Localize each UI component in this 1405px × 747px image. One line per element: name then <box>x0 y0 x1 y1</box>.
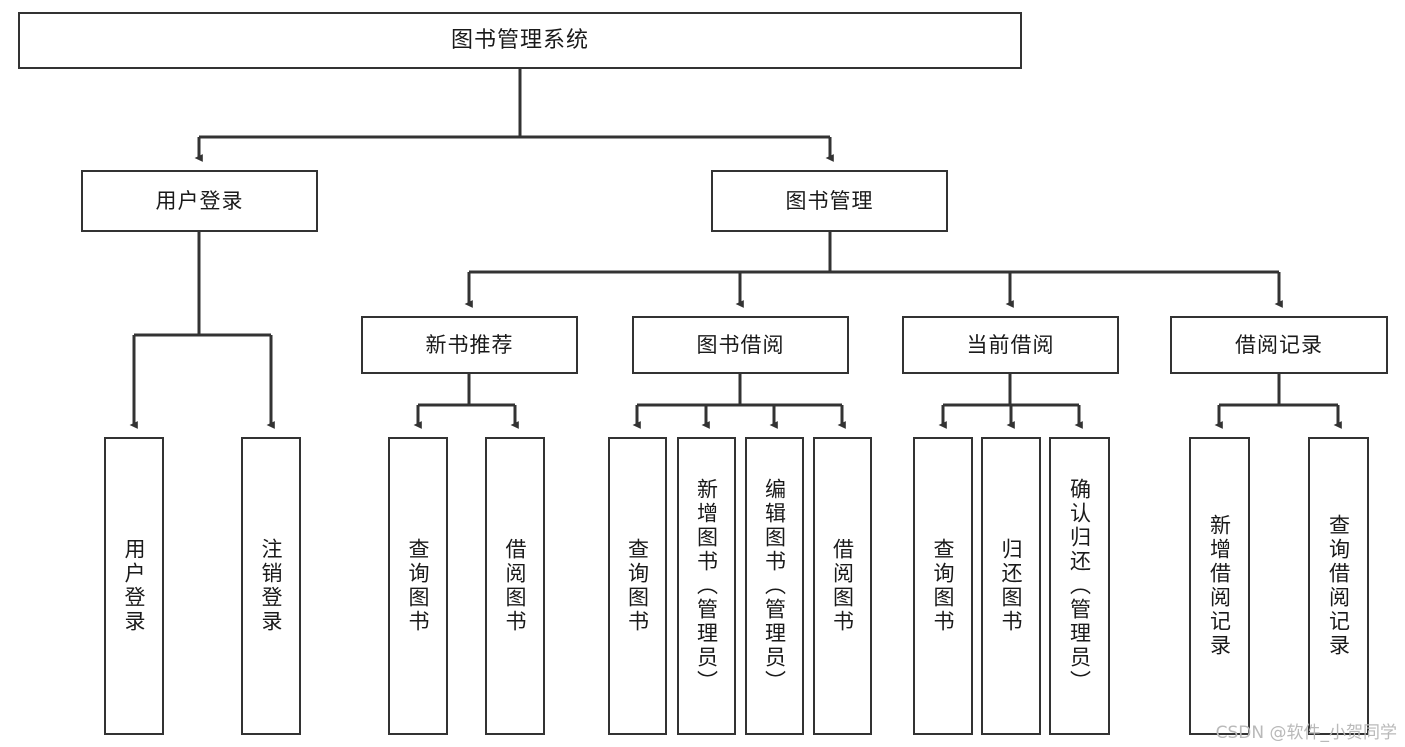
node-user-login-label: 用户登录 <box>155 188 244 213</box>
node-leaf-query-book-cur-label: 查询图书 <box>931 538 956 634</box>
node-new-book-rec-label: 新书推荐 <box>425 332 514 357</box>
node-leaf-edit-book[interactable]: 编辑图书（管理员） <box>745 437 804 735</box>
node-leaf-borrow-book-label: 借阅图书 <box>830 538 855 634</box>
node-root-label: 图书管理系统 <box>450 27 589 53</box>
node-leaf-logout[interactable]: 注销登录 <box>241 437 301 735</box>
node-leaf-user-login[interactable]: 用户登录 <box>104 437 164 735</box>
node-leaf-confirm-return[interactable]: 确认归还（管理员） <box>1049 437 1110 735</box>
node-book-manage-label: 图书管理 <box>785 188 874 213</box>
node-new-book-rec[interactable]: 新书推荐 <box>361 316 578 374</box>
node-leaf-add-record-label: 新增借阅记录 <box>1207 514 1232 658</box>
node-leaf-query-record[interactable]: 查询借阅记录 <box>1308 437 1369 735</box>
node-current-borrow[interactable]: 当前借阅 <box>902 316 1119 374</box>
node-leaf-confirm-return-label: 确认归还（管理员） <box>1067 478 1092 694</box>
node-leaf-query-book-rec-label: 查询图书 <box>406 538 431 634</box>
node-leaf-query-book-borrow-label: 查询图书 <box>625 538 650 634</box>
node-leaf-query-record-label: 查询借阅记录 <box>1326 514 1351 658</box>
node-leaf-query-book-borrow[interactable]: 查询图书 <box>608 437 667 735</box>
watermark: CSDN @软件_小贺同学 <box>1215 723 1397 743</box>
node-leaf-query-book-cur[interactable]: 查询图书 <box>913 437 973 735</box>
node-book-manage[interactable]: 图书管理 <box>711 170 948 232</box>
node-leaf-return-book[interactable]: 归还图书 <box>981 437 1041 735</box>
node-leaf-add-book-label: 新增图书（管理员） <box>694 478 719 694</box>
node-leaf-borrow-book-rec-label: 借阅图书 <box>503 538 528 634</box>
node-leaf-edit-book-label: 编辑图书（管理员） <box>762 478 787 694</box>
node-current-borrow-label: 当前借阅 <box>966 332 1055 357</box>
node-borrow-record-label: 借阅记录 <box>1235 332 1323 357</box>
node-book-borrow[interactable]: 图书借阅 <box>632 316 849 374</box>
node-leaf-return-book-label: 归还图书 <box>999 538 1024 634</box>
node-leaf-query-book-rec[interactable]: 查询图书 <box>388 437 448 735</box>
node-book-borrow-label: 图书借阅 <box>696 332 785 357</box>
node-leaf-borrow-book-rec[interactable]: 借阅图书 <box>485 437 545 735</box>
node-leaf-logout-label: 注销登录 <box>259 538 284 634</box>
node-user-login[interactable]: 用户登录 <box>81 170 318 232</box>
node-leaf-add-record[interactable]: 新增借阅记录 <box>1189 437 1250 735</box>
node-leaf-borrow-book[interactable]: 借阅图书 <box>813 437 872 735</box>
node-leaf-add-book[interactable]: 新增图书（管理员） <box>677 437 736 735</box>
node-leaf-user-login-label: 用户登录 <box>122 538 147 634</box>
node-root[interactable]: 图书管理系统 <box>18 12 1022 69</box>
node-borrow-record[interactable]: 借阅记录 <box>1170 316 1388 374</box>
